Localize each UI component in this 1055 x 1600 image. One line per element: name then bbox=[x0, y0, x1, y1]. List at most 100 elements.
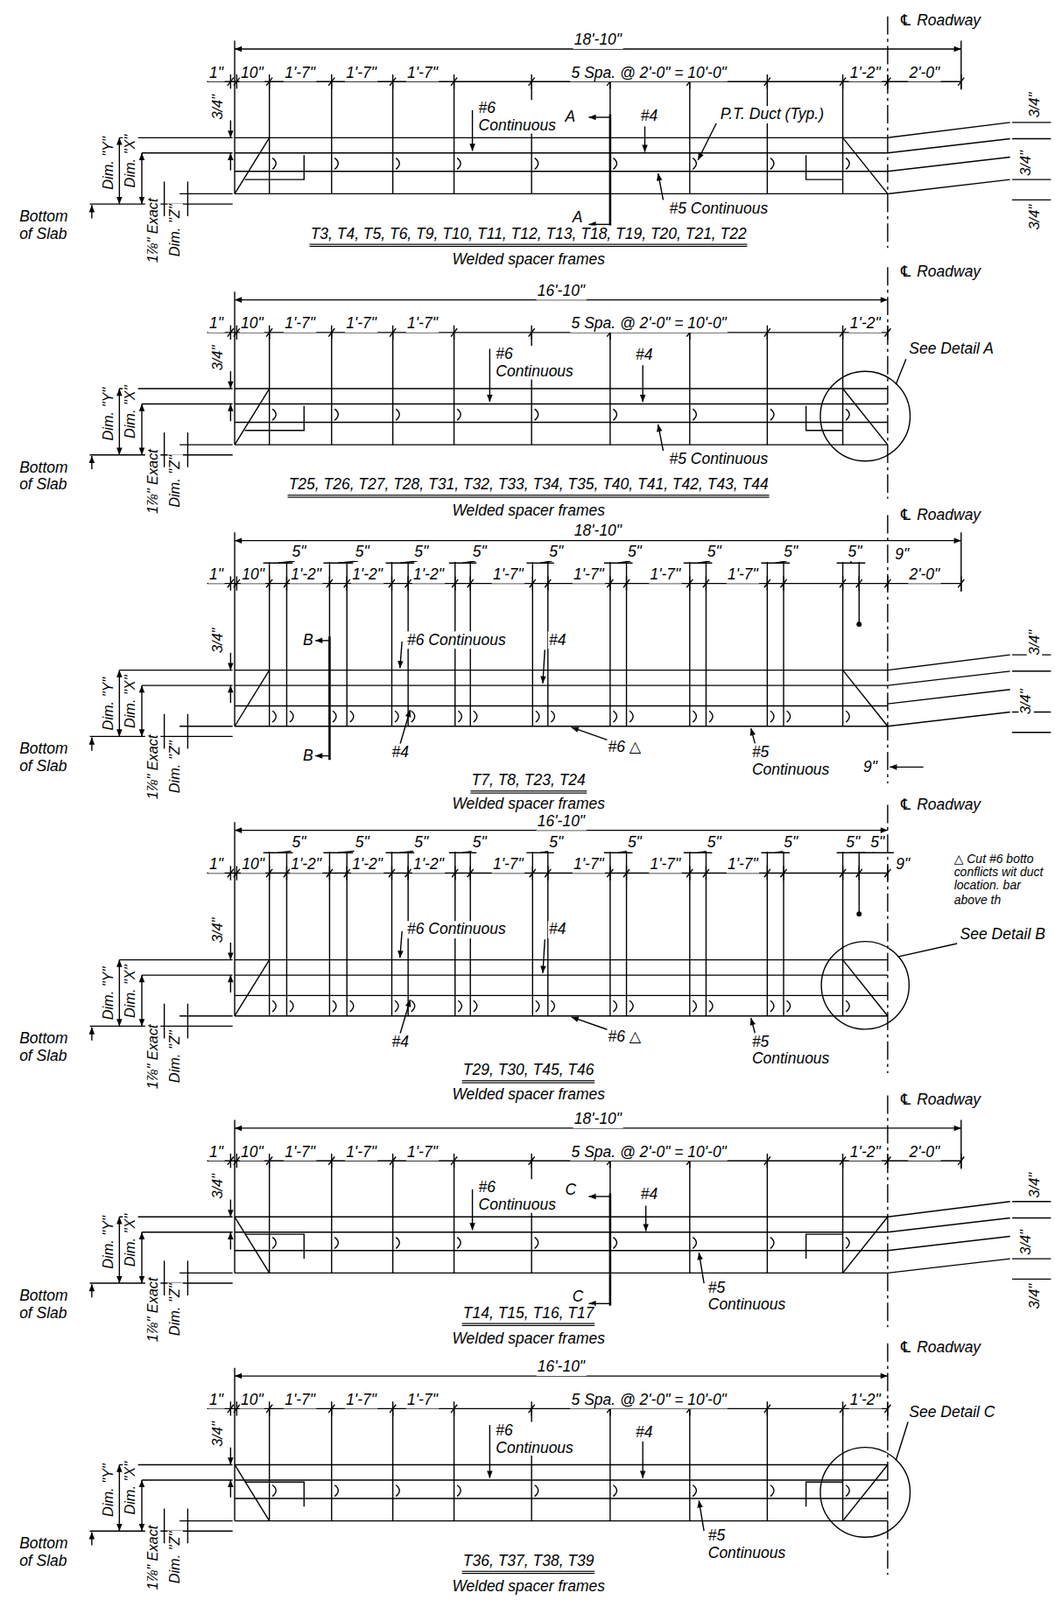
callout-label: #6 △ bbox=[606, 1028, 642, 1046]
duct-symbol bbox=[535, 710, 540, 723]
drawing-line bbox=[782, 562, 784, 727]
drawing-line bbox=[625, 562, 627, 727]
leader-line bbox=[400, 931, 402, 958]
leader-line bbox=[571, 1017, 610, 1031]
dimension-label: 1'-2" bbox=[849, 63, 882, 81]
dimension-label: 1⅞" Exact bbox=[145, 1524, 162, 1591]
drawing-line bbox=[843, 1464, 888, 1521]
duct-symbol bbox=[535, 1000, 540, 1013]
dot-marker bbox=[856, 621, 862, 627]
callout-label: P.T. Duct (Typ.) bbox=[719, 105, 826, 123]
drawing-line bbox=[886, 1153, 888, 1168]
leader-line bbox=[91, 204, 92, 219]
dimension-label: 3/4" bbox=[1026, 629, 1043, 657]
dimension-label: 5" bbox=[782, 543, 799, 561]
drawing-line bbox=[843, 388, 888, 445]
drawing-line bbox=[1012, 731, 1051, 733]
drawing-line bbox=[119, 669, 233, 671]
duct-symbol bbox=[289, 1000, 294, 1013]
dimension-label: 3/4" bbox=[1026, 1172, 1043, 1200]
drawing-line bbox=[234, 388, 270, 445]
duct-symbol bbox=[272, 158, 276, 170]
callout-label: #5 Continuous bbox=[707, 1527, 796, 1562]
drawing-line bbox=[230, 325, 232, 340]
leader-line bbox=[119, 388, 120, 456]
drawing-line bbox=[843, 670, 888, 727]
duct-symbol bbox=[629, 710, 633, 723]
dimension-label: 3/4" bbox=[1018, 149, 1034, 177]
callout-label: Bottom of Slab bbox=[18, 208, 85, 242]
duct-symbol bbox=[272, 1485, 276, 1498]
drawing-line bbox=[207, 1160, 962, 1162]
dimension-label: 1'-7" bbox=[492, 856, 525, 873]
bar-bracket bbox=[245, 1482, 305, 1507]
dimension-label: 18'-10" bbox=[573, 1111, 624, 1128]
bar-bracket bbox=[806, 154, 844, 180]
dimension-label: 3/4" bbox=[210, 916, 226, 944]
dimension-label: 1'-2" bbox=[289, 856, 323, 873]
callout-label: Bottom of Slab bbox=[18, 1535, 85, 1569]
dimension-label: 1'-7" bbox=[344, 63, 378, 81]
leader-line bbox=[140, 685, 142, 737]
detail-circle bbox=[821, 942, 909, 1030]
drawing-line bbox=[540, 561, 552, 563]
drawing-line bbox=[609, 114, 612, 227]
drawing-line bbox=[234, 1464, 888, 1466]
bar-bracket bbox=[806, 1482, 844, 1507]
drawing-line bbox=[960, 1120, 962, 1170]
callout-label: #5 Continuous bbox=[668, 450, 769, 468]
drawing-line bbox=[532, 562, 534, 727]
bar-bracket bbox=[245, 154, 305, 180]
callout-label: #6 Continuous bbox=[406, 921, 507, 938]
duct-symbol bbox=[272, 1237, 276, 1250]
callout-label: #4 bbox=[634, 1424, 655, 1442]
leader-line bbox=[588, 116, 610, 118]
duct-symbol bbox=[332, 710, 337, 723]
dimension-label: 5" bbox=[354, 834, 371, 852]
drawing-line bbox=[163, 714, 165, 750]
dimension-label: 5" bbox=[354, 543, 371, 561]
dimension-label: 16'-10" bbox=[536, 813, 587, 830]
drawing-line bbox=[887, 122, 1011, 138]
duct-symbol bbox=[395, 408, 400, 421]
callout-label: ℄ Roadway bbox=[898, 12, 983, 29]
duct-symbol bbox=[473, 710, 478, 723]
drawing-line bbox=[705, 851, 707, 1017]
leader-line bbox=[542, 939, 545, 973]
drawing-line bbox=[609, 851, 611, 1017]
leader-line bbox=[230, 942, 232, 961]
drawing-line bbox=[234, 443, 888, 445]
drawing-line bbox=[286, 562, 288, 727]
drawing-line bbox=[887, 1202, 1011, 1217]
dimension-label: 3/4" bbox=[1026, 1283, 1043, 1311]
dimension-label: 1'-7" bbox=[283, 315, 317, 332]
leader-line bbox=[91, 1284, 92, 1298]
duct-symbol bbox=[334, 1485, 338, 1498]
dimension-label: 10" bbox=[239, 63, 265, 81]
duct-symbol bbox=[411, 710, 415, 723]
drawing-line bbox=[328, 636, 331, 760]
drawing-line bbox=[895, 1422, 908, 1462]
drawing-line bbox=[234, 995, 888, 997]
drawing-line bbox=[1012, 1201, 1051, 1203]
dimension-label: 10" bbox=[239, 1392, 265, 1409]
drawing-line bbox=[234, 1231, 888, 1233]
dimension-label: Dim. "Y" bbox=[100, 135, 117, 191]
dimension-label: 5 Spa. @ 2'-0" = 10'-0" bbox=[569, 63, 728, 81]
leader-line bbox=[588, 1195, 610, 1197]
dimension-label: 3/4" bbox=[210, 626, 226, 655]
duct-symbol bbox=[534, 158, 539, 170]
drawing-line bbox=[230, 576, 232, 591]
callout-label: See Detail A bbox=[907, 340, 995, 358]
drawing-line bbox=[187, 1260, 189, 1296]
leader-line bbox=[658, 424, 664, 451]
drawing-line bbox=[886, 325, 888, 340]
callout-label: #5 Continuous bbox=[751, 1033, 840, 1068]
drawing-line bbox=[163, 432, 165, 468]
duct-symbol bbox=[534, 1485, 539, 1498]
drawing-line bbox=[141, 152, 233, 154]
drawing-line bbox=[268, 851, 270, 1017]
leader-line bbox=[697, 123, 717, 161]
drawing-line bbox=[234, 705, 888, 707]
callout-label: Bottom of Slab bbox=[18, 1030, 85, 1064]
